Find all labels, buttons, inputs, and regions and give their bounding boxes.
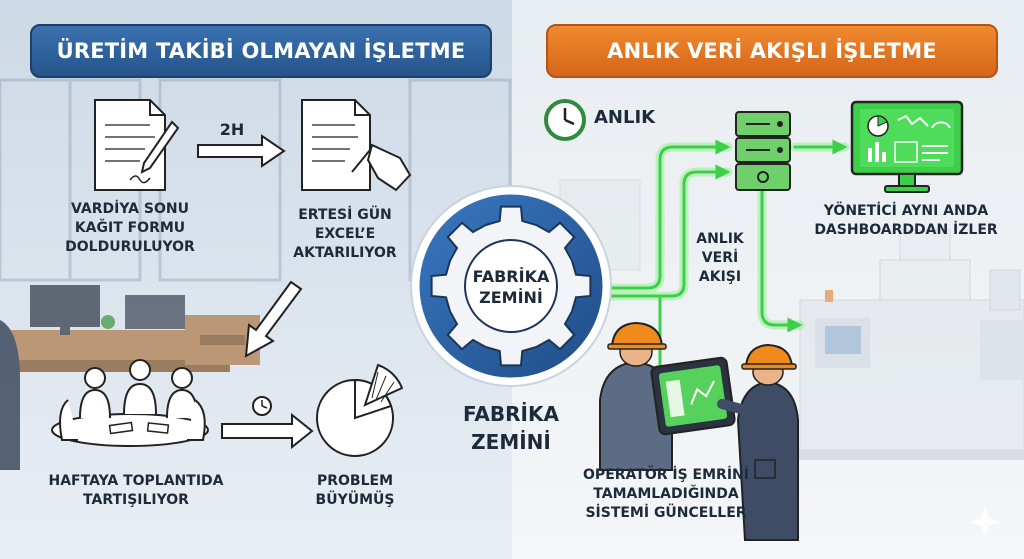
step-paper-form-line2: KAĞIT FORMU [74, 220, 186, 236]
sparkle-icon [970, 507, 1000, 537]
gear-label-line1: FABRİKA [472, 267, 550, 286]
step-paper-form-label: VARDİYA SONU KAĞIT FORMU DOLDURULUYOR [40, 200, 220, 257]
step-meeting-line1: HAFTAYA TOPLANTIDA [48, 473, 224, 489]
factory-floor-caption-line1: FABRİKA [463, 402, 559, 426]
right-title-banner: ANLIK VERİ AKIŞLI İŞLETME [546, 24, 998, 78]
dashboard-monitor-icon [850, 100, 964, 193]
manager-label-line1: YÖNETİCİ AYNI ANDA [823, 203, 989, 219]
operator-label-line3: SİSTEMİ GÜNCELLER [585, 505, 747, 521]
flow-label: ANLIK VERİ AKIŞI [688, 230, 752, 287]
realtime-label: ANLIK [594, 107, 656, 128]
step-excel-line3: AKTARILIYOR [293, 245, 397, 261]
small-clock-icon [252, 396, 272, 416]
flow-label-line1: ANLIK [696, 231, 744, 247]
excel-entry-icon [301, 99, 412, 192]
flow-label-line3: AKIŞI [698, 269, 742, 285]
flow-label-line2: VERİ [701, 250, 739, 266]
factory-gear-icon [410, 185, 612, 387]
step-paper-form-line1: VARDİYA SONU [71, 201, 189, 217]
step-excel-label: ERTESİ GÜN EXCEL’E AKTARILIYOR [270, 206, 420, 263]
arrow-meeting-to-problem [221, 412, 314, 450]
step-problem-line2: BÜYÜMÜŞ [315, 492, 395, 508]
manager-label-line2: DASHBOARDDAN İZLER [814, 222, 998, 238]
manager-label: YÖNETİCİ AYNI ANDA DASHBOARDDAN İZLER [806, 202, 1006, 240]
step-meeting-line2: TARTIŞILIYOR [83, 492, 189, 508]
left-title-banner: ÜRETİM TAKİBİ OLMAYAN İŞLETME [30, 24, 492, 78]
step-paper-form-line3: DOLDURULUYOR [65, 239, 195, 255]
operator-label-line1: OPERATÖR İŞ EMRİNİ [583, 467, 749, 483]
operator-label: OPERATÖR İŞ EMRİNİ TAMAMLADIĞINDA SİSTEM… [566, 466, 766, 523]
step-problem-label: PROBLEM BÜYÜMÜŞ [300, 472, 410, 510]
factory-floor-caption: FABRİKA ZEMİNİ [440, 400, 582, 456]
step-excel-line2: EXCEL’E [314, 226, 376, 242]
factory-floor-caption-line2: ZEMİNİ [471, 430, 551, 454]
operator-label-line2: TAMAMLADIĞINDA [593, 486, 739, 502]
arrow-excel-to-meeting [244, 280, 303, 358]
pie-chart-icon [316, 363, 404, 457]
step-meeting-label: HAFTAYA TOPLANTIDA TARTIŞILIYOR [26, 472, 246, 510]
paper-form-icon [94, 99, 180, 191]
step-problem-line1: PROBLEM [316, 473, 394, 489]
meeting-icon [51, 359, 209, 447]
gear-label-line2: ZEMİNİ [479, 288, 543, 307]
clock-icon [544, 99, 586, 141]
gear-label: FABRİKA ZEMİNİ [455, 266, 567, 308]
server-icon [735, 111, 791, 191]
factory-machines [559, 179, 1024, 460]
arrow-form-to-excel-shape [197, 134, 286, 168]
step-excel-line1: ERTESİ GÜN [298, 207, 392, 223]
office-desk-scene [0, 285, 260, 470]
workers-illustration [599, 321, 799, 541]
arrow-label-2h: 2H [219, 120, 245, 139]
